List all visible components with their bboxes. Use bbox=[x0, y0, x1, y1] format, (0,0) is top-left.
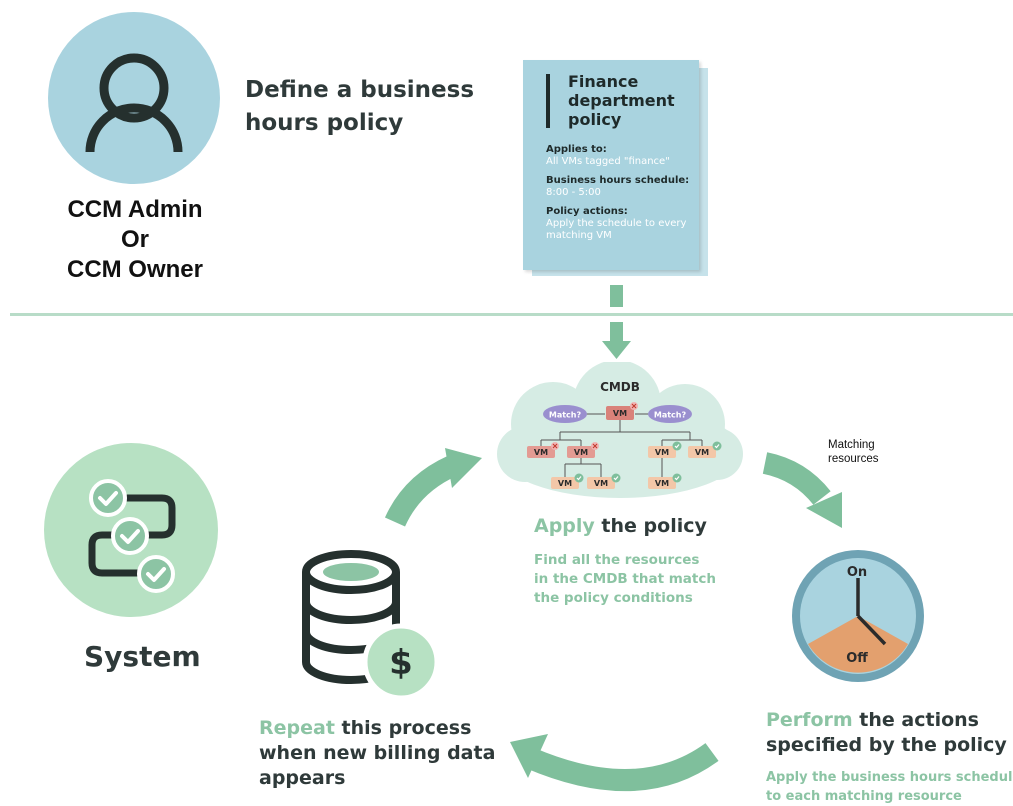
schedule-value: 8:00 - 5:00 bbox=[546, 187, 601, 198]
vm-label: VM bbox=[534, 448, 548, 457]
workflow-checklist-icon bbox=[88, 479, 176, 593]
cycle-arrow-to-repeat bbox=[525, 742, 719, 792]
apply-description: Find all the resources in the CMDB that … bbox=[534, 552, 716, 606]
vm-label: VM bbox=[594, 479, 608, 488]
dollar-icon: $ bbox=[389, 643, 413, 683]
actions-value: Apply the schedule to every matching VM bbox=[546, 218, 687, 241]
vm-node bbox=[551, 477, 579, 489]
vm-node bbox=[688, 446, 716, 458]
section-divider bbox=[10, 313, 1013, 316]
match-bubble-left bbox=[543, 405, 587, 423]
matching-resources-label: Matching resources bbox=[828, 439, 879, 465]
cmdb-label: CMDB bbox=[600, 380, 640, 394]
perform-description: Apply the business hours schedule to eac… bbox=[766, 770, 1013, 804]
down-arrow-icon bbox=[602, 285, 631, 359]
cmdb-cloud: CMDB Match? Match? VM VM VM VM VM bbox=[497, 362, 743, 498]
cycle-arrow-to-cmdb bbox=[384, 455, 457, 527]
x-mark-icon bbox=[551, 402, 638, 450]
vm-node bbox=[587, 477, 615, 489]
policy-card bbox=[523, 60, 699, 270]
actions-label: Policy actions: bbox=[546, 206, 628, 217]
vm-label: VM bbox=[695, 448, 709, 457]
vm-label: VM bbox=[558, 479, 572, 488]
schedule-label: Business hours schedule: bbox=[546, 175, 690, 186]
vm-node bbox=[567, 446, 595, 458]
match-bubble-right bbox=[648, 405, 692, 423]
vm-label: VM bbox=[574, 448, 588, 457]
vm-node bbox=[648, 477, 676, 489]
cycle-arrow-to-clock bbox=[762, 452, 831, 506]
clock-icon: On Off bbox=[792, 550, 924, 682]
vm-label: VM bbox=[655, 448, 669, 457]
applies-label: Applies to: bbox=[546, 144, 607, 155]
define-policy-title: Define a business hours policy bbox=[245, 77, 475, 136]
apply-title: Apply the policy bbox=[534, 515, 707, 537]
system-label: System bbox=[84, 640, 201, 673]
policy-card-body: Applies to: All VMs tagged "finance" Bus… bbox=[546, 144, 696, 249]
clock-on-label: On bbox=[847, 565, 867, 580]
policy-card-accent-bar bbox=[546, 74, 550, 128]
repeat-title: Repeat this process when new billing dat… bbox=[259, 717, 496, 789]
vm-label: VM bbox=[655, 479, 669, 488]
vm-node bbox=[527, 446, 555, 458]
vm-node-root bbox=[606, 406, 634, 420]
clock-off-label: Off bbox=[846, 651, 868, 666]
match-label-right: Match? bbox=[654, 411, 687, 420]
applies-value: All VMs tagged "finance" bbox=[546, 156, 670, 167]
policy-card-title: Finance department policy bbox=[568, 72, 675, 129]
admin-role-label: CCM Admin Or CCM Owner bbox=[66, 196, 203, 283]
user-icon bbox=[85, 53, 183, 153]
vm-label-root: VM bbox=[613, 409, 627, 418]
perform-title: Perform the actions specified by the pol… bbox=[766, 709, 1007, 756]
match-label-left: Match? bbox=[549, 411, 582, 420]
vm-node bbox=[648, 446, 676, 458]
database-billing-icon: $ bbox=[302, 550, 440, 699]
admin-avatar-circle bbox=[48, 12, 220, 184]
